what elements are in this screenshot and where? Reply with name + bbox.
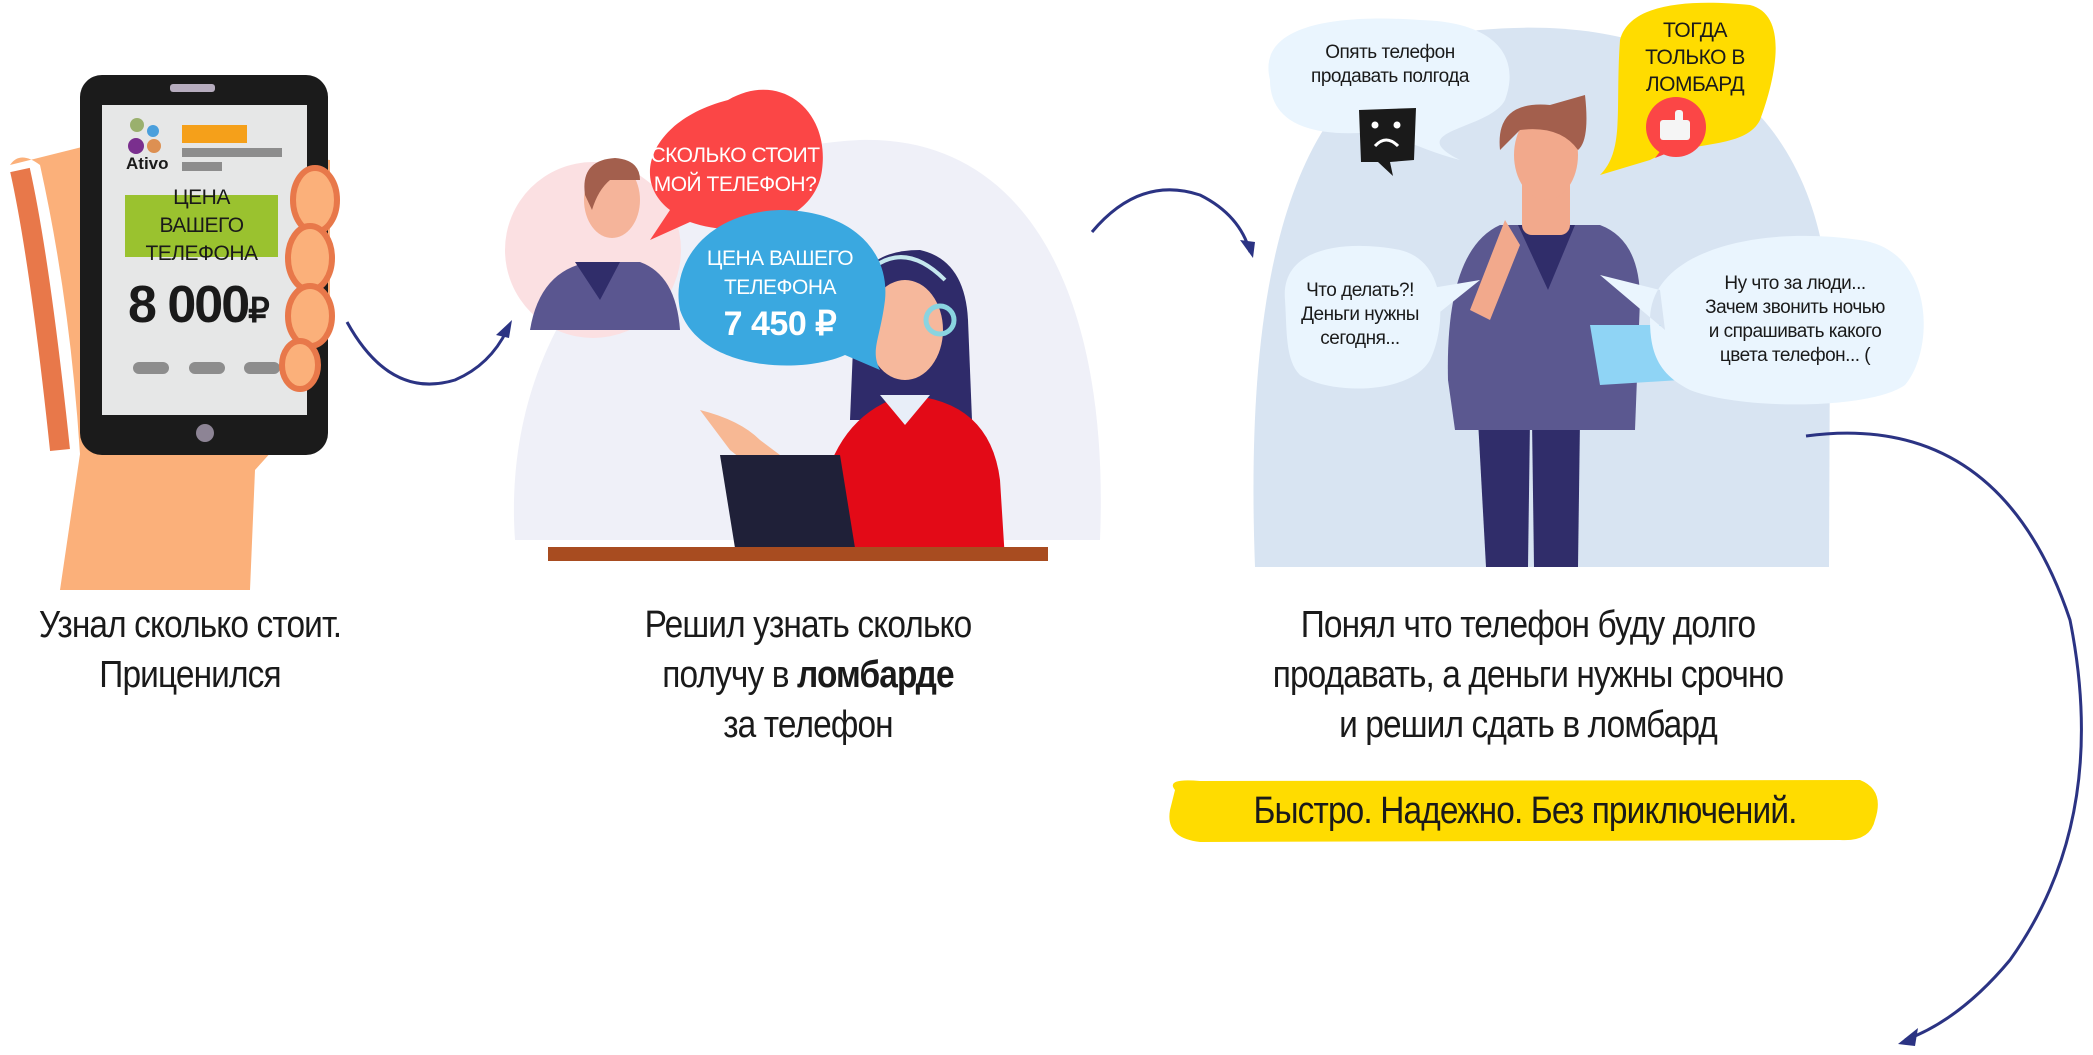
step3-caption: Понял что телефон буду долго продавать, …: [1220, 600, 1836, 750]
slogan: Быстро. Надежно. Без приключений.: [1253, 790, 1797, 832]
arrow-head-3: [1898, 1028, 1918, 1046]
caption-line: Решил узнать сколько: [644, 604, 973, 646]
question-bubble-shape: [649, 89, 823, 240]
bubble-pawn-shape: [1600, 2, 1776, 175]
bubble-people-shape: [1600, 235, 1924, 405]
caption-bold-pawnshop: ломбарде: [797, 654, 955, 696]
bubble-line: ЛОМБАРД: [1645, 72, 1745, 96]
bubble-line: СКОЛЬКО СТОИТ: [650, 144, 820, 167]
bubble-line: сегодня...: [1320, 328, 1400, 349]
bubble-line: продавать полгода: [1311, 66, 1469, 87]
bubble-line: Ну что за люди...: [1724, 273, 1866, 294]
bubble-line: цвета телефон... (: [1719, 345, 1871, 366]
step2-caption: Решил узнать сколько получу в ломбарде з…: [588, 600, 1028, 750]
bubble-pawn: ТОГДА ТОЛЬКО В ЛОМБАРД: [1615, 12, 1775, 102]
bubble-money-shape: [1284, 245, 1480, 389]
bubble-line: МОЙ ТЕЛЕФОН?: [653, 173, 817, 196]
arrow-step3-to-next: [1805, 431, 2083, 1042]
bubble-line: ЦЕНА ВАШЕГО: [706, 247, 854, 270]
bubble-line: ТОЛЬКО В: [1645, 45, 1745, 69]
caption-line: и решил сдать в ломбард: [1339, 704, 1718, 746]
bubble-money: Что делать?! Деньги нужны сегодня...: [1285, 260, 1435, 370]
caption-line: Понял что телефон буду долго: [1300, 604, 1756, 646]
question-bubble: СКОЛЬКО СТОИТ МОЙ ТЕЛЕФОН?: [645, 135, 825, 205]
answer-price: 7 450 ₽: [723, 305, 837, 343]
caption-line: Узнал сколько стоит.: [38, 604, 342, 646]
bubble-line: Деньги нужны: [1301, 304, 1419, 325]
bubble-line: ТОГДА: [1663, 18, 1727, 42]
customer-illustration: [530, 158, 680, 330]
slogan-highlight: [1169, 780, 1878, 842]
operator-illustration: [700, 250, 1005, 560]
arrow-head-1: [496, 320, 512, 338]
arrow-step2-to-step3: [1090, 188, 1252, 253]
phone-price: 8 000₽: [128, 275, 270, 335]
step1-caption: Узнал сколько стоит. Приценился: [14, 600, 366, 700]
thinking-man-illustration: [1447, 95, 1680, 567]
laptop: [720, 455, 855, 548]
bubble-people: Ну что за люди... Зачем звонить ночью и …: [1660, 250, 1930, 390]
phone-price-value: 8 000: [128, 276, 250, 334]
bubble-line: Зачем звонить ночью: [1705, 297, 1885, 318]
arrow-head-2: [1240, 240, 1255, 258]
bubble-line: и спрашивать какого: [1708, 321, 1882, 342]
caption-line: получу в ломбарде: [588, 650, 1028, 700]
caption-text: получу в: [662, 654, 798, 696]
answer-bubble-shape: [678, 210, 886, 370]
currency-sign: ₽: [248, 292, 270, 330]
bubble-sell: Опять телефон продавать полгода: [1275, 30, 1505, 100]
bubble-line: Что делать?!: [1306, 280, 1414, 301]
bubble-sell-shape: [1268, 18, 1510, 160]
caption-line: продавать, а деньги нужны срочно: [1272, 654, 1784, 696]
fingers: [279, 165, 340, 392]
smartphone: [80, 75, 328, 455]
thumbs-up-icon: [1646, 97, 1706, 158]
caption-line: Приценился: [99, 654, 281, 696]
answer-bubble: ЦЕНА ВАШЕГО ТЕЛЕФОНА 7 450 ₽: [690, 240, 870, 350]
sad-face-icon: [1359, 108, 1416, 176]
phone-price-label: ЦЕНА ВАШЕГО ТЕЛЕФОНА: [145, 186, 258, 265]
bubble-line: ТЕЛЕФОНА: [723, 276, 837, 299]
bubble-line: Опять телефон: [1325, 42, 1455, 63]
desk: [548, 547, 1048, 561]
arrow-step1-to-step2: [345, 321, 509, 386]
caption-line: за телефон: [723, 704, 893, 746]
phone-logo: Ativo: [126, 154, 169, 173]
